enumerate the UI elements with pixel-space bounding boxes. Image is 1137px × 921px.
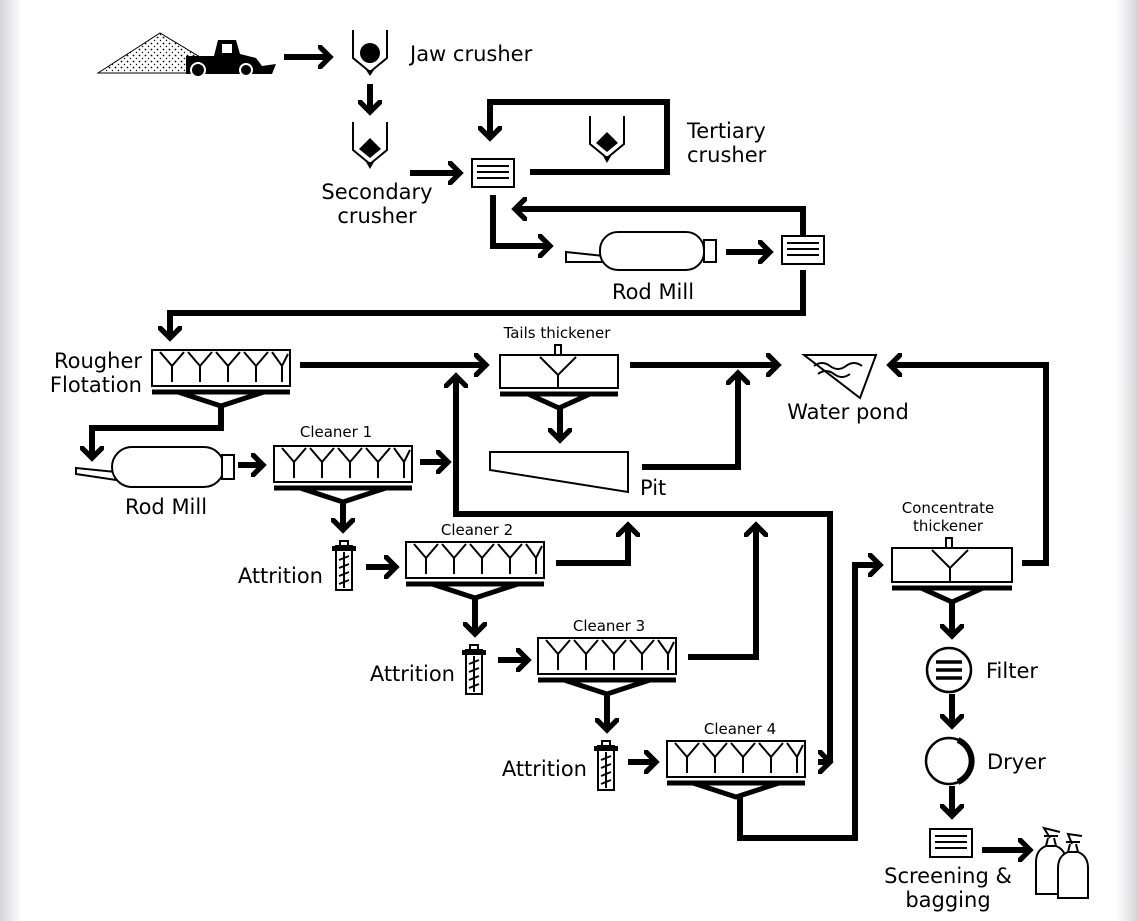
label-tertiary-crusher-line1: Tertiary <box>686 119 766 143</box>
label-cleaner-4: Cleaner 4 <box>704 720 776 738</box>
label-tertiary-crusher-line2: crusher <box>687 143 767 167</box>
pit-icon <box>489 451 629 494</box>
flow-arrow-cleaner2-tails <box>556 525 628 566</box>
thickener-icon <box>891 537 1013 605</box>
label-screening-bagging-line2: bagging <box>905 888 990 912</box>
label-tails-thickener: Tails thickener <box>503 324 612 342</box>
loader-icon <box>186 40 276 78</box>
attrition-cell-icon <box>332 540 356 591</box>
filter-icon <box>925 646 973 694</box>
label-water-pond: Water pond <box>787 400 909 424</box>
flotation-cell-icon <box>405 541 545 601</box>
secondary-crusher-hopper-icon <box>352 122 388 169</box>
screen-icon <box>781 235 825 265</box>
flow-arrow-concentrate-to-pond <box>890 365 1049 566</box>
flow-arrow-cleaner3-tails <box>688 525 756 660</box>
label-rougher-flotation-line1: Rougher <box>54 349 142 373</box>
tertiary-loop-line <box>487 99 670 175</box>
label-concentrate-thickener-line2: thickener <box>913 517 984 535</box>
label-rod-mill-1: Rod Mill <box>612 280 694 304</box>
flow-arrow-screen-to-rougher <box>170 270 806 338</box>
flow-arrow-cleaner-tails-return <box>456 376 833 762</box>
label-secondary-crusher-line2: crusher <box>337 204 417 228</box>
dryer-icon <box>924 736 975 786</box>
flow-arrow-screen-recycle <box>515 209 806 235</box>
thickener-icon <box>499 344 619 411</box>
label-concentrate-thickener-line1: Concentrate <box>902 499 995 517</box>
tertiary-crusher-hopper-icon <box>589 116 625 163</box>
label-attrition-1: Attrition <box>238 564 323 588</box>
flotation-cell-icon <box>273 445 413 505</box>
flow-arrow-screen-to-rodmill <box>490 195 550 246</box>
flotation-cell-icon <box>666 740 806 800</box>
screen-icon <box>471 158 515 188</box>
jaw-crusher-hopper-icon <box>352 30 388 76</box>
attrition-cell-icon <box>594 740 618 791</box>
label-screening-bagging-line1: Screening & <box>884 864 1012 888</box>
flotation-cell-icon <box>537 637 677 697</box>
rod-mill-icon <box>75 446 235 488</box>
flow-arrow-cleaner4-to-concentrate <box>737 565 880 841</box>
label-jaw-crusher: Jaw crusher <box>408 42 533 66</box>
bags-icon <box>1035 826 1089 899</box>
rod-mill-icon <box>565 231 717 271</box>
label-pit: Pit <box>640 476 666 500</box>
label-dryer: Dryer <box>987 750 1046 774</box>
flotation-cell-icon <box>151 349 291 409</box>
label-attrition-3: Attrition <box>502 757 587 781</box>
pond-icon <box>801 354 878 400</box>
flow-arrow-pit-to-pond <box>642 373 738 470</box>
flow-arrow-rougher-to-rodmill <box>92 406 224 458</box>
label-cleaner-1: Cleaner 1 <box>300 423 372 441</box>
screen-icon <box>929 828 973 858</box>
attrition-cell-icon <box>462 644 486 695</box>
label-rougher-flotation-line2: Flotation <box>50 373 142 397</box>
label-cleaner-2: Cleaner 2 <box>441 521 513 539</box>
label-cleaner-3: Cleaner 3 <box>573 617 645 635</box>
label-secondary-crusher-line1: Secondary <box>321 180 432 204</box>
label-filter: Filter <box>986 659 1038 683</box>
label-attrition-2: Attrition <box>370 662 455 686</box>
label-rod-mill-2: Rod Mill <box>125 495 207 519</box>
